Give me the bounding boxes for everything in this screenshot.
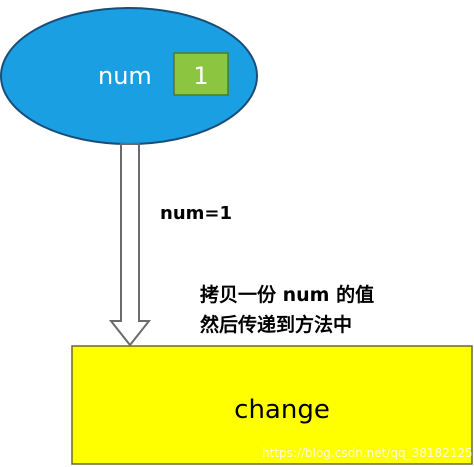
copy-note-line-1: 拷贝一份 num 的值 (200, 283, 374, 306)
copy-note-line-2: 然后传递到方法中 (200, 313, 352, 336)
arrow-label: num=1 (160, 203, 232, 224)
value-box-text: 1 (193, 62, 208, 90)
variable-name-label: num (98, 62, 152, 90)
pass-value-arrow (108, 143, 152, 347)
watermark: https://blog.csdn.net/qq_38182125 (262, 446, 473, 460)
method-label: change (234, 395, 330, 425)
value-box (173, 52, 229, 96)
method-box (71, 345, 473, 465)
